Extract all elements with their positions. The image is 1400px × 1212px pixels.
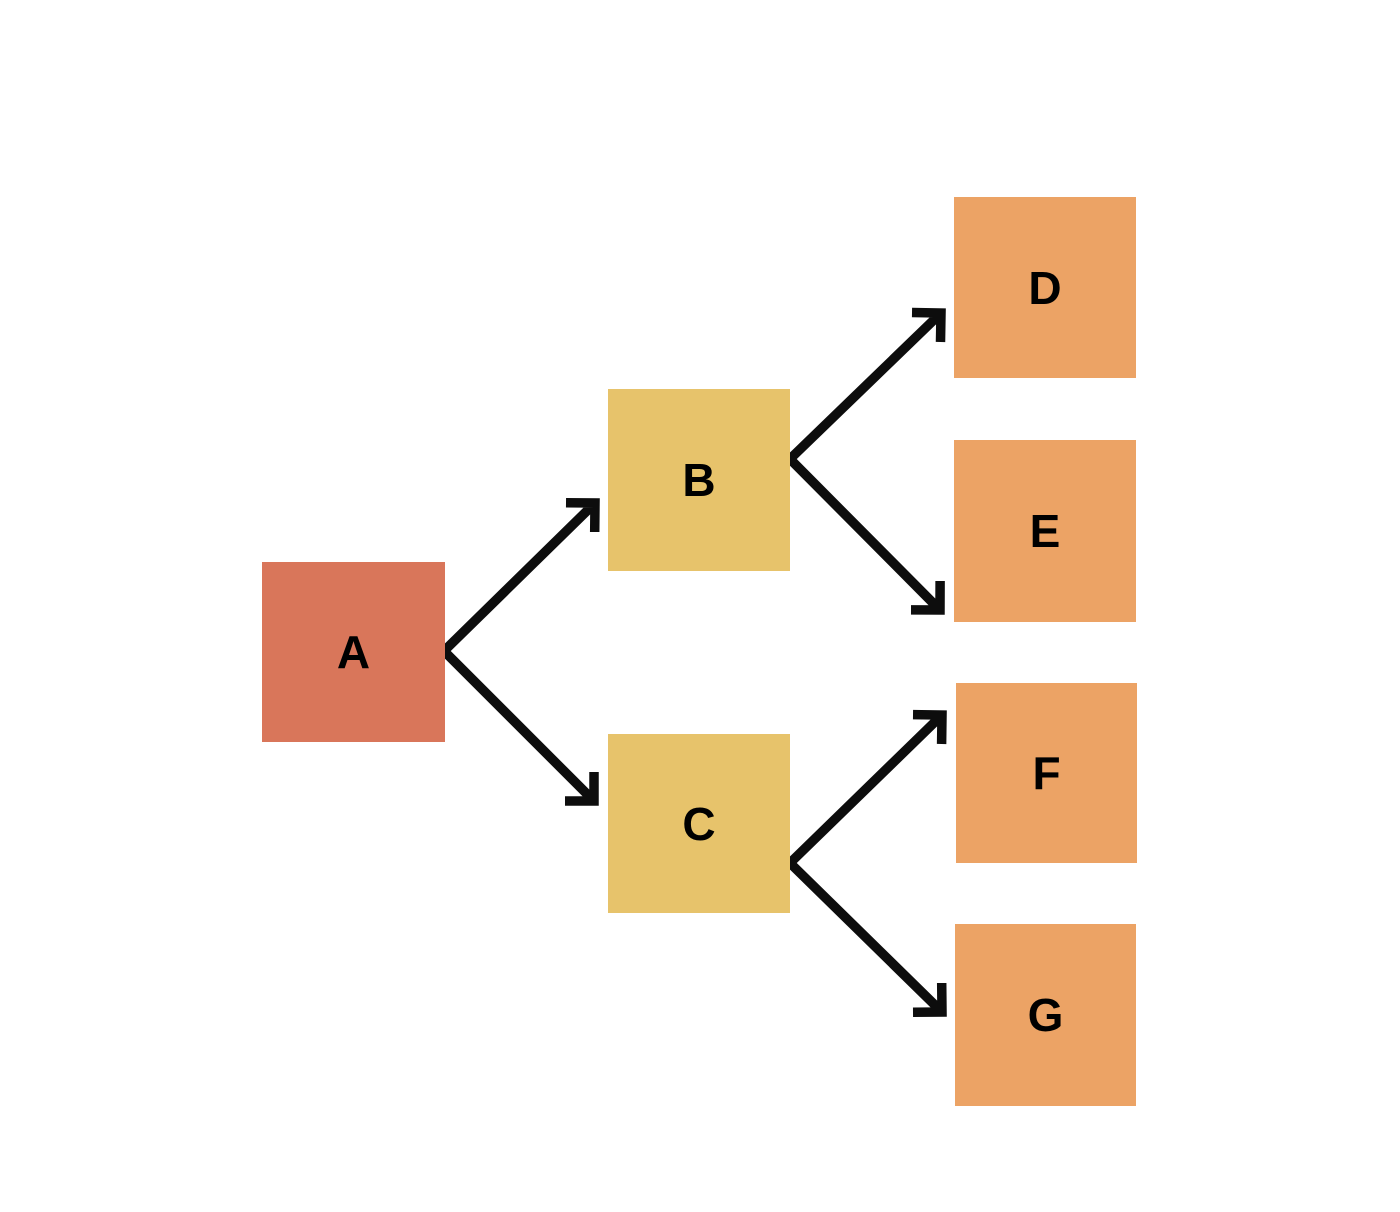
node-A: A bbox=[262, 562, 445, 742]
node-A-label: A bbox=[336, 626, 371, 678]
node-D-label: D bbox=[1028, 261, 1062, 314]
node-D: D bbox=[954, 197, 1136, 378]
node-E-label: E bbox=[1029, 505, 1061, 557]
node-F: F bbox=[956, 683, 1137, 863]
node-G-label: G bbox=[1027, 989, 1064, 1041]
node-C: C bbox=[608, 734, 790, 913]
node-G: G bbox=[955, 924, 1136, 1106]
edge-B-D-arrow bbox=[786, 307, 946, 463]
edge-C-G-arrow bbox=[786, 859, 947, 1018]
node-B: B bbox=[608, 389, 790, 571]
node-F-label: F bbox=[1032, 747, 1061, 799]
edge-B-E-arrow bbox=[786, 455, 945, 615]
edge-A-B-arrow bbox=[440, 497, 600, 655]
edge-A-C-arrow bbox=[440, 647, 599, 806]
node-E: E bbox=[954, 440, 1136, 622]
edge-C-F-arrow bbox=[786, 709, 947, 867]
node-B-label: B bbox=[682, 454, 716, 506]
node-C-label: C bbox=[682, 797, 716, 850]
